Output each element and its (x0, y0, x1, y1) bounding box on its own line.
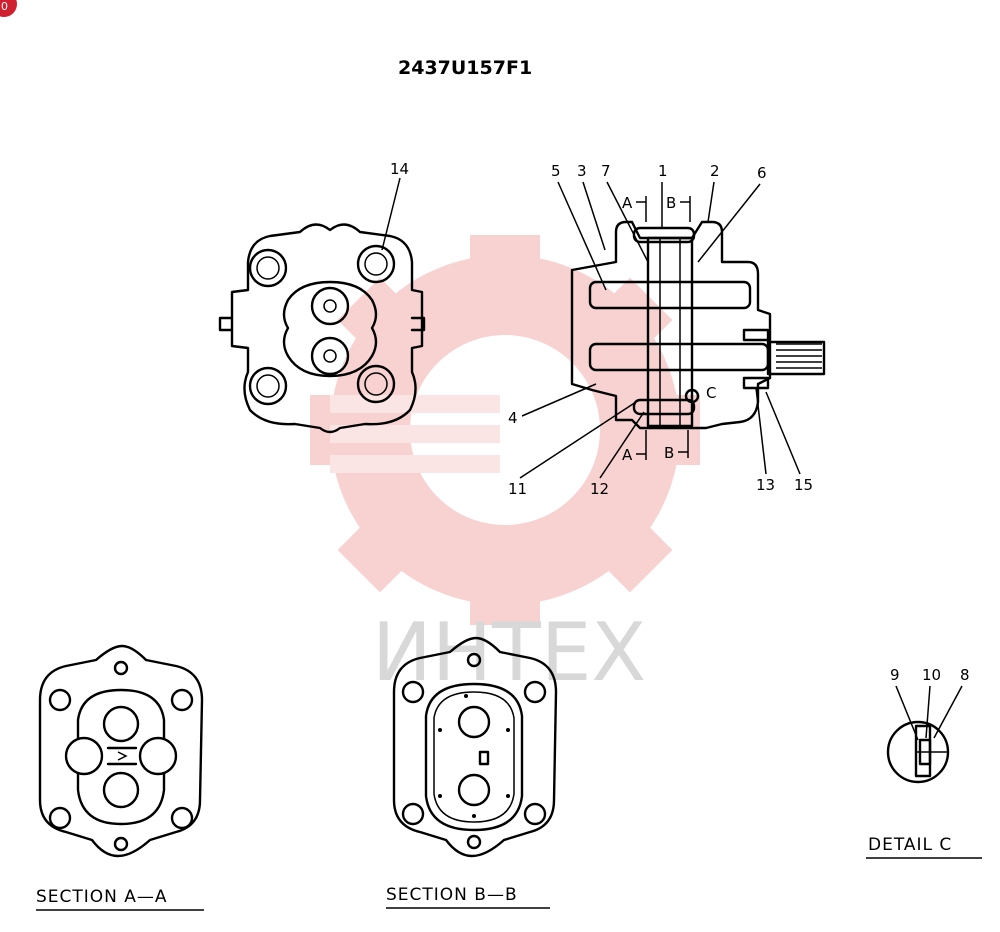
callout-1: 1 (658, 162, 668, 180)
callout-13: 13 (756, 476, 775, 494)
detail-mark-c: C (706, 384, 716, 402)
detail-c-view: 9 10 8 (886, 666, 970, 784)
front-view (218, 223, 426, 434)
callout-9: 9 (890, 666, 900, 684)
caption-detail-c: DETAIL C (868, 835, 952, 855)
corner-badge[interactable]: 0 (0, 0, 17, 17)
section-aa-view (38, 644, 204, 858)
callout-12: 12 (590, 480, 609, 498)
section-mark-a-top: A (622, 194, 633, 212)
callouts-side-view: 5 3 7 1 2 6 4 11 12 13 15 (508, 162, 813, 498)
callout-4: 4 (508, 409, 518, 427)
callout-2: 2 (710, 162, 720, 180)
callout-3: 3 (577, 162, 587, 180)
callout-10: 10 (922, 666, 941, 684)
caption-section-aa: SECTION A—A (36, 887, 168, 907)
bolt-bosses (248, 244, 396, 406)
badge-text: 0 (1, 0, 8, 13)
drawing-number: 2437U157F1 (398, 57, 532, 79)
callout-11: 11 (508, 480, 527, 498)
callout-8: 8 (960, 666, 970, 684)
section-markers: A B A B C (622, 194, 716, 464)
section-mark-b-top: B (666, 194, 676, 212)
callout-14: 14 (390, 160, 409, 178)
caption-section-bb: SECTION B—B (386, 885, 518, 905)
callout-5: 5 (551, 162, 561, 180)
section-mark-a-bottom: A (622, 446, 633, 464)
leader-14 (381, 177, 401, 251)
watermark-gear-logo (310, 235, 700, 625)
section-bb-view (392, 636, 558, 858)
callout-7: 7 (601, 162, 611, 180)
watermark-text: ИНТЕХ (372, 606, 646, 699)
callout-15: 15 (794, 476, 813, 494)
side-view (570, 220, 826, 430)
section-mark-b-bottom: B (664, 444, 674, 462)
callout-6: 6 (757, 164, 767, 182)
